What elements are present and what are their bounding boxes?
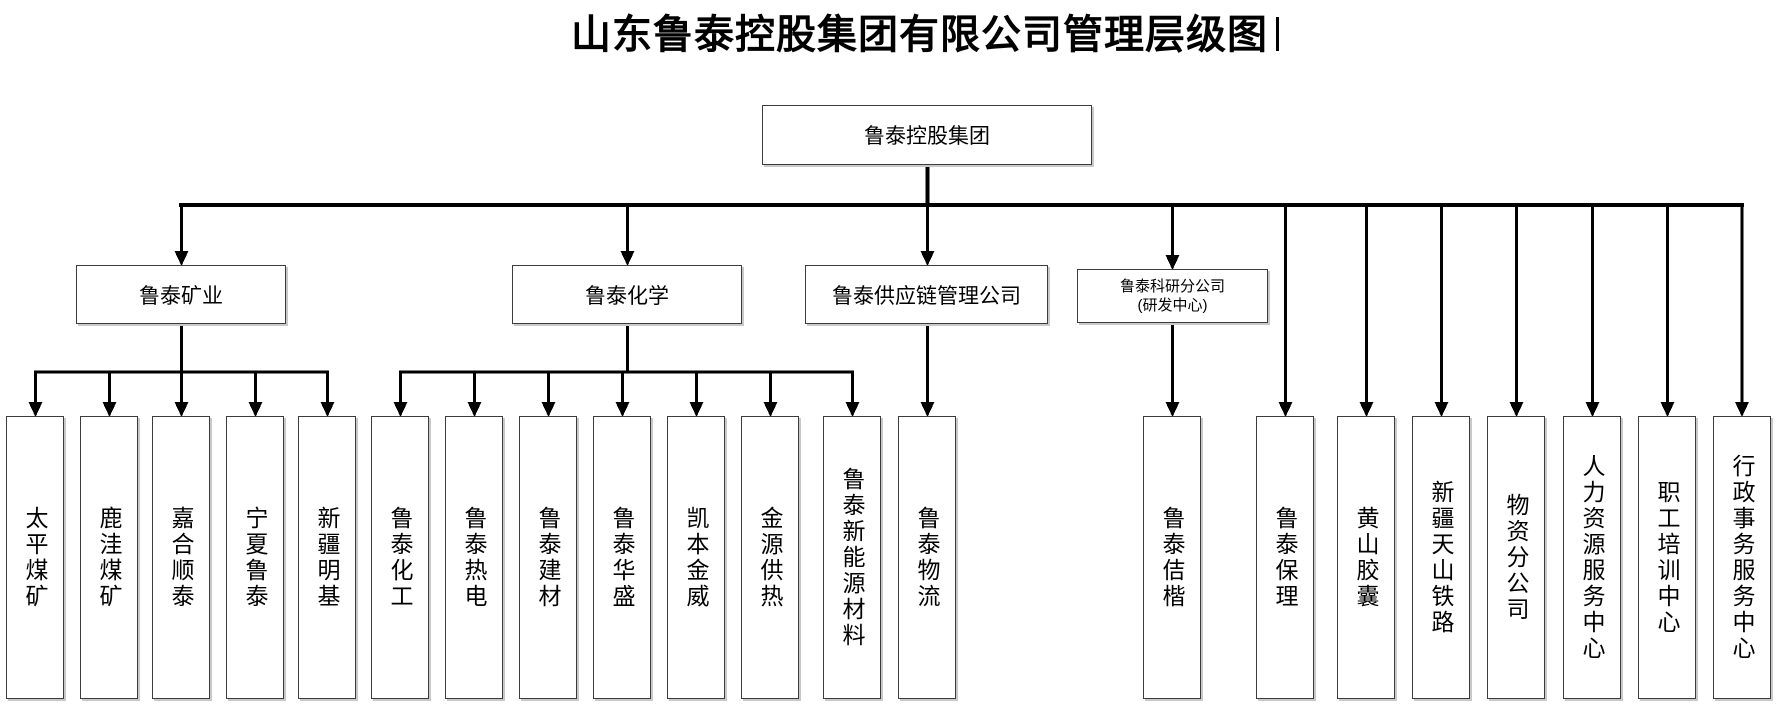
node-ningxia-lutai: 宁夏鲁泰 — [226, 416, 284, 699]
node-tianshan-railway: 新疆天山铁路 — [1412, 416, 1470, 699]
supply-to-logistics-connector — [920, 324, 935, 417]
node-jinyuan-gongre: 金源供热 — [741, 416, 799, 699]
node-chemical-label: 鲁泰化学 — [585, 284, 669, 308]
node-lutai-huagong: 鲁泰化工 — [371, 416, 429, 699]
node-supply-chain-label: 鲁泰供应链管理公司 — [832, 284, 1021, 308]
node-chemical: 鲁泰化学 — [512, 265, 742, 324]
node-research-branch-sublabel: (研发中心) — [1137, 297, 1208, 314]
node-root: 鲁泰控股集团 — [762, 105, 1092, 165]
trunk-to-leaf-connectors — [1278, 205, 1749, 417]
research-to-jijie-connector — [1165, 322, 1180, 417]
chart-title-text: 山东鲁泰控股集团有限公司管理层级图 — [571, 12, 1268, 57]
node-xinjiang-mingji: 新疆明基 — [298, 416, 356, 699]
node-new-energy-materials: 鲁泰新能源材料 — [823, 416, 881, 699]
node-lutai-wuliu: 鲁泰物流 — [898, 416, 956, 699]
node-supply-chain: 鲁泰供应链管理公司 — [805, 265, 1048, 324]
node-lutai-jiancai: 鲁泰建材 — [519, 416, 577, 699]
text-cursor — [1276, 17, 1279, 51]
node-lutai-redian: 鲁泰热电 — [445, 416, 503, 699]
node-lutai-jijie: 鲁泰佶楷 — [1143, 416, 1201, 699]
node-taiping-coal: 太平煤矿 — [6, 416, 64, 699]
node-root-label: 鲁泰控股集团 — [864, 125, 990, 148]
node-wuzi-branch: 物资分公司 — [1487, 416, 1545, 699]
node-jiahe-shuntai: 嘉合顺泰 — [152, 416, 210, 699]
node-research-branch-label: 鲁泰科研分公司 — [1119, 277, 1225, 295]
node-admin-service-center: 行政事务服务中心 — [1713, 416, 1771, 699]
node-mining: 鲁泰矿业 — [76, 265, 286, 324]
node-lutai-huasheng: 鲁泰华盛 — [593, 416, 651, 699]
trunk-connector — [179, 165, 1744, 207]
node-mining-label: 鲁泰矿业 — [139, 284, 223, 308]
node-staff-training-center: 职工培训中心 — [1638, 416, 1696, 699]
mining-bus-connectors — [28, 324, 335, 417]
node-lutai-baoli: 鲁泰保理 — [1256, 416, 1314, 699]
chart-title: 山东鲁泰控股集团有限公司管理层级图 — [571, 2, 1279, 60]
node-hr-service-center: 人力资源服务中心 — [1563, 416, 1621, 699]
node-huangshan-jiaonang: 黄山胶囊 — [1337, 416, 1395, 699]
trunk-to-level2-connectors — [174, 205, 1180, 270]
chemical-bus-connectors — [393, 324, 860, 417]
node-research-branch: 鲁泰科研分公司 (研发中心) — [1077, 269, 1268, 323]
node-luwa-coal: 鹿洼煤矿 — [80, 416, 138, 699]
node-kaiben-jinwei: 凯本金威 — [667, 416, 725, 699]
